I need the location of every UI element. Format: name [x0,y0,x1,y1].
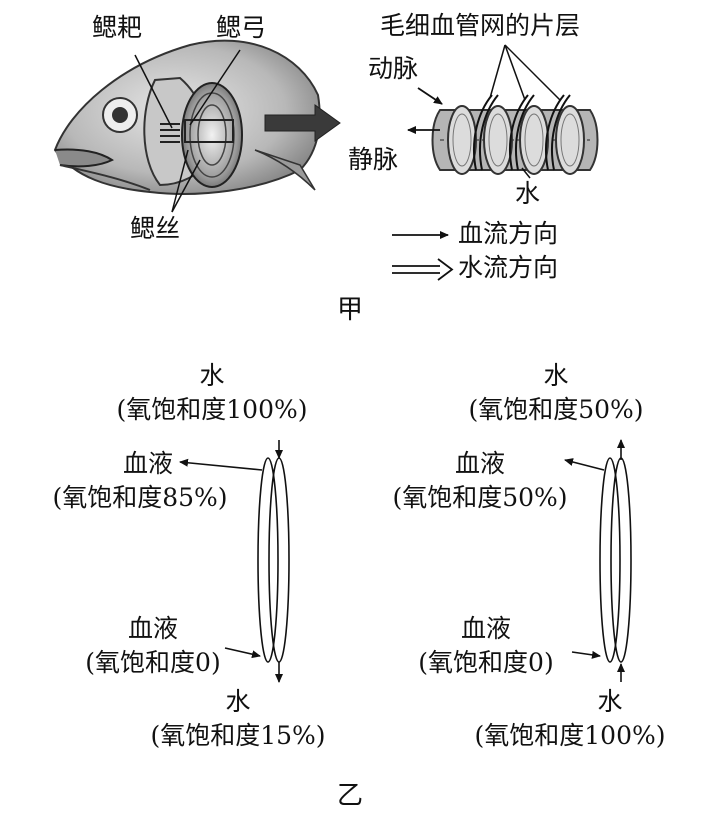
right-blood-out-o2: (氧饱和度50%) [392,483,568,512]
left-water-in-label: 水 [199,361,225,390]
label-gill-arch: 鳃弓 [216,13,267,42]
right-water-out-label: 水 [543,361,569,390]
gill-rake-comb [160,123,180,143]
right-blood-out-label: 血液 [454,449,506,478]
legend-water-flow-label: 水流方向 [458,253,559,282]
label-capillary-layer: 毛细血管网的片层 [380,11,581,40]
right-blood-in-o2: (氧饱和度0) [418,648,554,677]
right-water-out-o2: (氧饱和度50%) [468,395,644,424]
capillary-lamellae-drawing [407,44,599,179]
caption-yi: 乙 [336,781,364,811]
right-exchange-graphics [564,439,632,682]
left-water-out-label: 水 [225,687,251,716]
gill-filament-leader-1 [171,159,201,213]
left-water-out-o2: (氧饱和度15%) [150,721,326,750]
fish-head-drawing [53,39,341,213]
left-exchange-graphics [179,440,290,683]
artery-arrow [417,87,443,105]
right-water-in-o2: (氧饱和度100%) [474,721,666,750]
legend-blood-flow-label: 血流方向 [458,219,559,248]
gill-rake-leader [134,54,173,129]
legend-graphics [392,231,454,281]
right-water-in-label: 水 [597,687,623,716]
label-vein: 静脉 [348,145,399,174]
legend-water-arrow [392,258,454,281]
label-artery: 动脉 [368,54,419,83]
left-blood-in-o2: (氧饱和度0) [85,648,221,677]
right-water-loop [610,457,632,663]
left-blood-in-label: 血液 [127,614,179,643]
right-blood-in-label: 血液 [460,614,512,643]
fish-fin [254,149,316,191]
label-water: 水 [515,179,541,208]
left-blood-out-arrow [179,458,263,471]
gill-arch-leader [189,49,241,126]
label-gill-rake: 鳃耙 [92,13,143,42]
left-blood-out-o2: (氧饱和度85%) [52,483,228,512]
left-water-loop [268,457,290,663]
label-gill-filament: 鳃丝 [130,214,181,243]
fish-mouth [54,148,114,168]
fish-pupil [112,107,128,123]
right-blood-loop [599,457,621,663]
water-flow-arrows [473,94,571,171]
left-blood-in-arrow [224,647,261,659]
right-blood-out-arrow [564,458,605,471]
gill-filament-box [184,119,234,143]
left-blood-out-label: 血液 [122,449,174,478]
gill-filament-leader-2 [171,149,189,213]
gill-disc [181,82,243,188]
fish-jaw [59,164,151,191]
caption-jia: 甲 [336,295,364,325]
left-water-in-o2: (氧饱和度100%) [116,395,308,424]
water-leader [521,167,531,179]
right-blood-in-arrow [571,650,601,659]
left-blood-loop [257,457,279,663]
zoom-arrow [264,104,341,142]
